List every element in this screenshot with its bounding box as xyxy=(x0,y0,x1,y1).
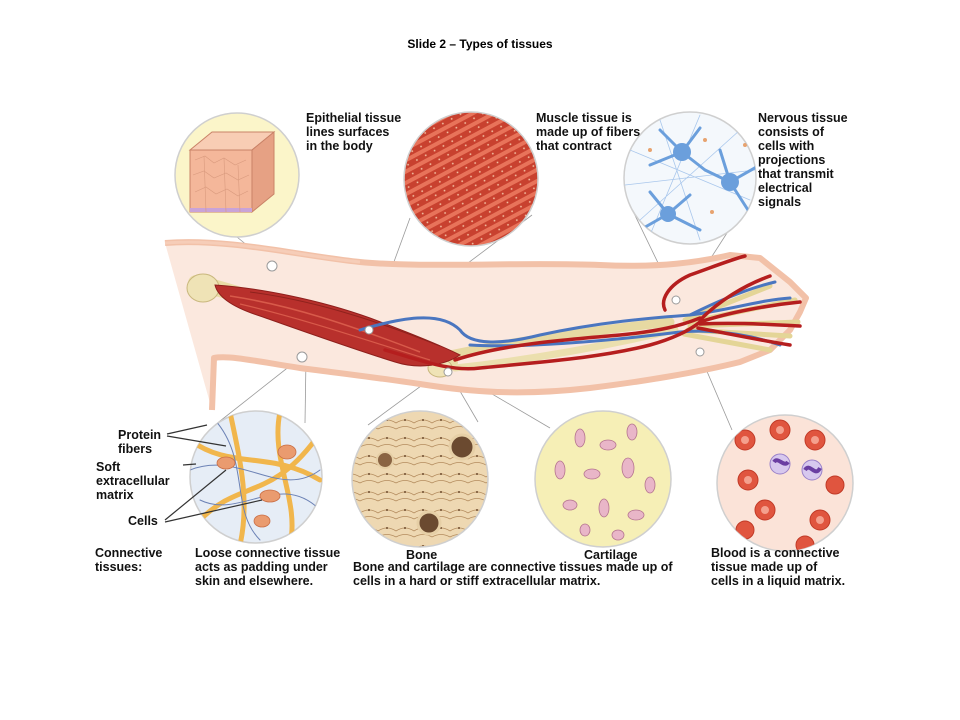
nervous-label: Nervous tissue consists of cells with pr… xyxy=(758,111,848,209)
cartilage-label: Cartilage xyxy=(584,548,638,562)
loose-connective-tissue-circle xyxy=(189,410,323,544)
muscle-tissue-circle xyxy=(403,111,539,247)
label-pointers xyxy=(164,424,263,523)
epithelial-label: Epithelial tissue lines surfaces in the … xyxy=(306,111,402,153)
bone-label: Bone xyxy=(406,548,438,562)
bone-cartilage-label: Bone and cartilage are connective tissue… xyxy=(353,560,673,588)
nervous-tissue-circle xyxy=(623,111,757,245)
arm-illustration xyxy=(164,239,809,411)
loose-connective-label: Loose connective tissue acts as padding … xyxy=(195,546,341,588)
blood-label: Blood is a connective tissue made up of … xyxy=(711,546,846,588)
cells-label: Cells xyxy=(128,514,158,528)
epithelial-tissue-circle xyxy=(174,112,300,238)
cartilage-tissue-circle xyxy=(534,410,672,548)
protein-fibers-label: Protein fibers xyxy=(118,428,162,456)
slide-title: Slide 2 – Types of tissues xyxy=(407,37,553,51)
muscle-label: Muscle tissue is made up of fibers that … xyxy=(536,111,641,153)
soft-matrix-label: Soft extracellular matrix xyxy=(96,460,170,502)
bone-tissue-circle xyxy=(351,410,489,548)
connective-tissues-label: Connective tissues: xyxy=(95,546,163,574)
blood-tissue-circle xyxy=(716,414,854,552)
